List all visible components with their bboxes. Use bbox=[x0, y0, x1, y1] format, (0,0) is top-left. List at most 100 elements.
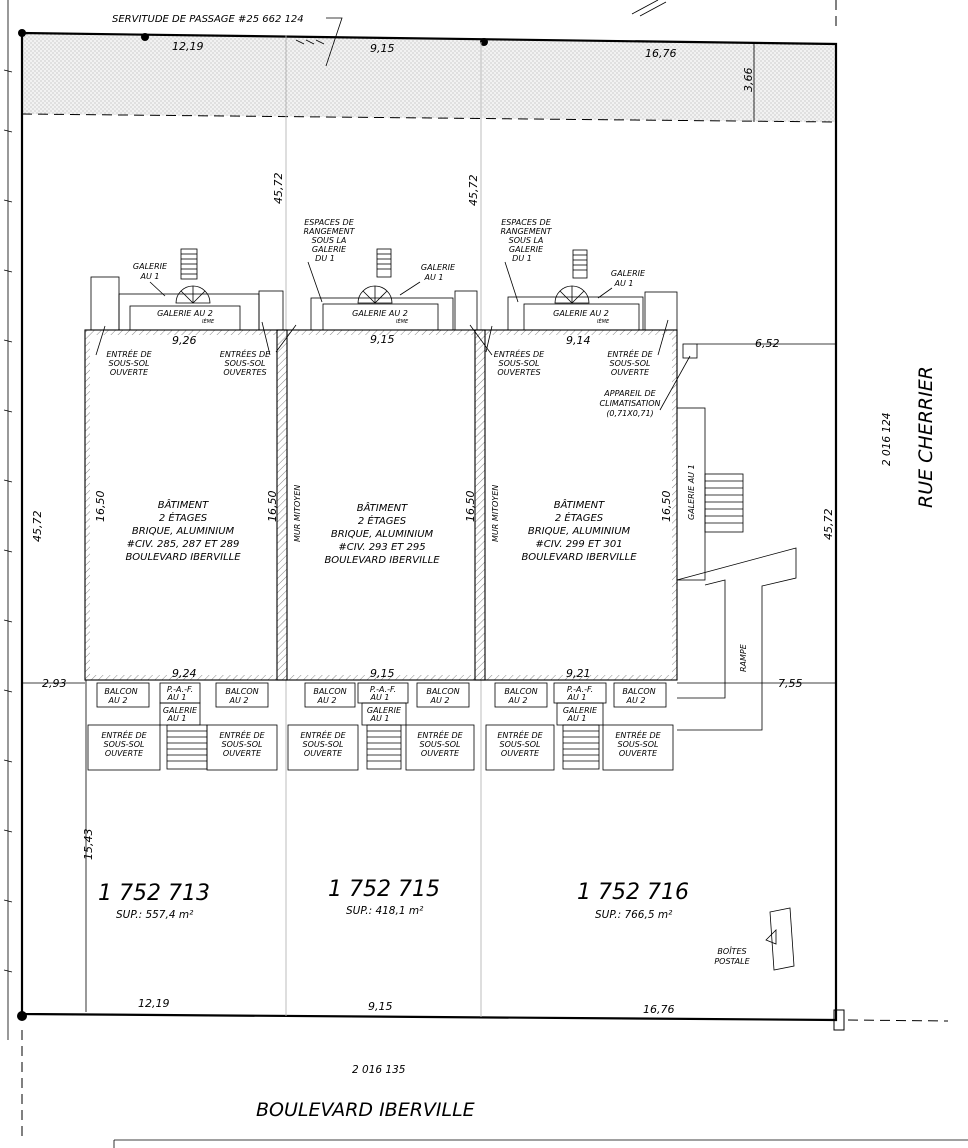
svg-text:ENTRÉES DE: ENTRÉES DE bbox=[494, 348, 545, 359]
svg-text:SOUS-SOL: SOUS-SOL bbox=[221, 740, 262, 749]
svg-text:OUVERTE: OUVERTE bbox=[501, 749, 540, 758]
rear-galleries bbox=[90, 248, 678, 331]
svg-text:ENTRÉE DE: ENTRÉE DE bbox=[497, 729, 543, 740]
rear-entree-4: ENTRÉE DE SOUS-SOL OUVERTE bbox=[607, 348, 653, 377]
mailbox bbox=[769, 907, 795, 971]
servitude-dashed-line bbox=[21, 113, 837, 123]
top-marker-2 bbox=[480, 38, 488, 46]
servitude-strip bbox=[22, 33, 836, 122]
svg-text:2 ÉTAGES: 2 ÉTAGES bbox=[159, 511, 208, 524]
top-diag-1 bbox=[631, 0, 659, 15]
top-dim-c: 16,76 bbox=[645, 47, 677, 60]
svg-text:ENTRÉE DE: ENTRÉE DE bbox=[101, 729, 147, 740]
mailbox-mark bbox=[765, 929, 777, 945]
ac-label: APPAREIL DE CLIMATISATION (0,71X0,71) bbox=[600, 389, 661, 418]
svg-text:AU 2: AU 2 bbox=[626, 696, 646, 705]
building-1-label: BÂTIMENT 2 ÉTAGES BRIQUE, ALUMINIUM #CIV… bbox=[125, 498, 241, 563]
svg-text:SOUS-SOL: SOUS-SOL bbox=[499, 740, 540, 749]
svg-text:OUVERTE: OUVERTE bbox=[223, 749, 262, 758]
servitude-label: SERVITUDE DE PASSAGE #25 662 124 bbox=[112, 14, 304, 25]
ramp bbox=[676, 547, 797, 731]
side-stair-treads bbox=[705, 480, 743, 524]
bd-dim-3: 16,50 bbox=[464, 491, 477, 523]
svg-text:P.-A.-F.: P.-A.-F. bbox=[370, 685, 396, 694]
svg-text:GALERIE: GALERIE bbox=[611, 269, 646, 278]
lot-number-1: 1 752 713 bbox=[98, 881, 210, 906]
svg-text:BRIQUE, ALUMINIUM: BRIQUE, ALUMINIUM bbox=[528, 526, 631, 537]
front-setback-dim: 15,43 bbox=[82, 829, 95, 861]
svg-text:AU 1: AU 1 bbox=[424, 273, 444, 282]
lot-area-2: SUP.: 418,1 m² bbox=[346, 905, 424, 917]
top-marker-1 bbox=[141, 33, 149, 41]
building-2-interior bbox=[287, 335, 475, 675]
street-bottom-label: BOULEVARD IBERVILLE bbox=[256, 1099, 475, 1121]
front-left-dim: 2,93 bbox=[42, 677, 67, 690]
galerie-2-3: GALERIE AU 2 bbox=[553, 309, 609, 318]
rear-entree-leader-4 bbox=[657, 319, 669, 356]
svg-text:#CIV. 293 ET 295: #CIV. 293 ET 295 bbox=[338, 542, 425, 553]
svg-text:OUVERTES: OUVERTES bbox=[223, 368, 266, 377]
svg-text:SOUS-SOL: SOUS-SOL bbox=[103, 740, 144, 749]
front-stair-treads bbox=[167, 730, 599, 762]
bot-dim-b: 9,15 bbox=[368, 1000, 393, 1013]
espaces-leader-2 bbox=[504, 261, 519, 303]
svg-text:2 ÉTAGES: 2 ÉTAGES bbox=[555, 511, 604, 524]
ac-unit bbox=[682, 343, 698, 359]
svg-text:BÂTIMENT: BÂTIMENT bbox=[158, 498, 209, 511]
espaces-rangement-2: ESPACES DE RANGEMENT SOUS LA GALERIE DU … bbox=[500, 218, 552, 263]
svg-text:SOUS-SOL: SOUS-SOL bbox=[302, 740, 343, 749]
svg-text:BRIQUE, ALUMINIUM: BRIQUE, ALUMINIUM bbox=[132, 526, 235, 537]
svg-text:BRIQUE, ALUMINIUM: BRIQUE, ALUMINIUM bbox=[331, 529, 434, 540]
bw-front-3: 9,21 bbox=[566, 667, 591, 680]
espaces-leader-1 bbox=[307, 261, 323, 303]
lot-number-2: 1 752 715 bbox=[328, 877, 440, 902]
svg-text:OUVERTE: OUVERTE bbox=[421, 749, 460, 758]
mur-mitoyen-1: MUR MITOYEN bbox=[293, 485, 302, 542]
bw-front-2: 9,15 bbox=[370, 667, 395, 680]
spiral-stairs bbox=[175, 285, 590, 304]
svg-text:OUVERTES: OUVERTES bbox=[497, 368, 540, 377]
galerie-2-2: GALERIE AU 2 bbox=[352, 309, 408, 318]
bd-dim-1: 16,50 bbox=[94, 491, 107, 523]
svg-text:ENTRÉE DE: ENTRÉE DE bbox=[417, 729, 463, 740]
sup-2-2: IÈME bbox=[396, 317, 409, 325]
galerie-2-1: GALERIE AU 2 bbox=[157, 309, 213, 318]
svg-text:BOÎTES: BOÎTES bbox=[717, 945, 746, 956]
svg-text:OUVERTE: OUVERTE bbox=[304, 749, 343, 758]
svg-text:BÂTIMENT: BÂTIMENT bbox=[357, 501, 408, 514]
svg-text:ENTRÉE DE: ENTRÉE DE bbox=[106, 348, 152, 359]
svg-text:BALCON: BALCON bbox=[225, 687, 258, 696]
galerie-1-leader-c bbox=[597, 287, 613, 299]
property-boundary bbox=[20, 31, 838, 1022]
svg-text:BOULEVARD IBERVILLE: BOULEVARD IBERVILLE bbox=[324, 555, 440, 566]
svg-text:RANGEMENT: RANGEMENT bbox=[303, 227, 355, 236]
lot-right-label: 2 016 124 bbox=[881, 413, 893, 466]
svg-text:BOULEVARD IBERVILLE: BOULEVARD IBERVILLE bbox=[521, 552, 637, 563]
svg-text:GALERIE: GALERIE bbox=[133, 262, 168, 271]
svg-text:SOUS-SOL: SOUS-SOL bbox=[617, 740, 658, 749]
building-3-label: BÂTIMENT 2 ÉTAGES BRIQUE, ALUMINIUM #CIV… bbox=[521, 498, 637, 563]
ac-leader bbox=[659, 355, 691, 411]
bw-front-1: 9,24 bbox=[172, 667, 197, 680]
corner-marker-tl bbox=[18, 29, 26, 37]
svg-text:BALCON: BALCON bbox=[426, 687, 459, 696]
rear-entrees-leader-2 bbox=[261, 321, 297, 356]
lot-area-3: SUP.: 766,5 m² bbox=[595, 909, 673, 921]
servitude-leader bbox=[325, 17, 343, 67]
svg-text:GALERIE: GALERIE bbox=[312, 245, 347, 254]
svg-text:SOUS LA: SOUS LA bbox=[509, 236, 544, 245]
svg-text:SOUS LA: SOUS LA bbox=[312, 236, 347, 245]
svg-text:BOULEVARD IBERVILLE: BOULEVARD IBERVILLE bbox=[125, 552, 241, 563]
svg-text:AU 1: AU 1 bbox=[167, 714, 187, 723]
svg-text:POSTALE: POSTALE bbox=[714, 957, 750, 966]
svg-text:SOUS-SOL: SOUS-SOL bbox=[498, 359, 539, 368]
lot-bottom-label: 2 016 135 bbox=[352, 1064, 406, 1076]
side-stairs bbox=[704, 473, 744, 533]
building-2-label: BÂTIMENT 2 ÉTAGES BRIQUE, ALUMINIUM #CIV… bbox=[324, 501, 440, 566]
depth-dim-2: 45,72 bbox=[467, 175, 480, 207]
sup-2-1: IÈME bbox=[202, 317, 215, 325]
svg-text:OUVERTE: OUVERTE bbox=[105, 749, 144, 758]
svg-text:BALCON: BALCON bbox=[104, 687, 137, 696]
svg-text:ENTRÉE DE: ENTRÉE DE bbox=[615, 729, 661, 740]
servitude-arrow bbox=[295, 39, 325, 45]
